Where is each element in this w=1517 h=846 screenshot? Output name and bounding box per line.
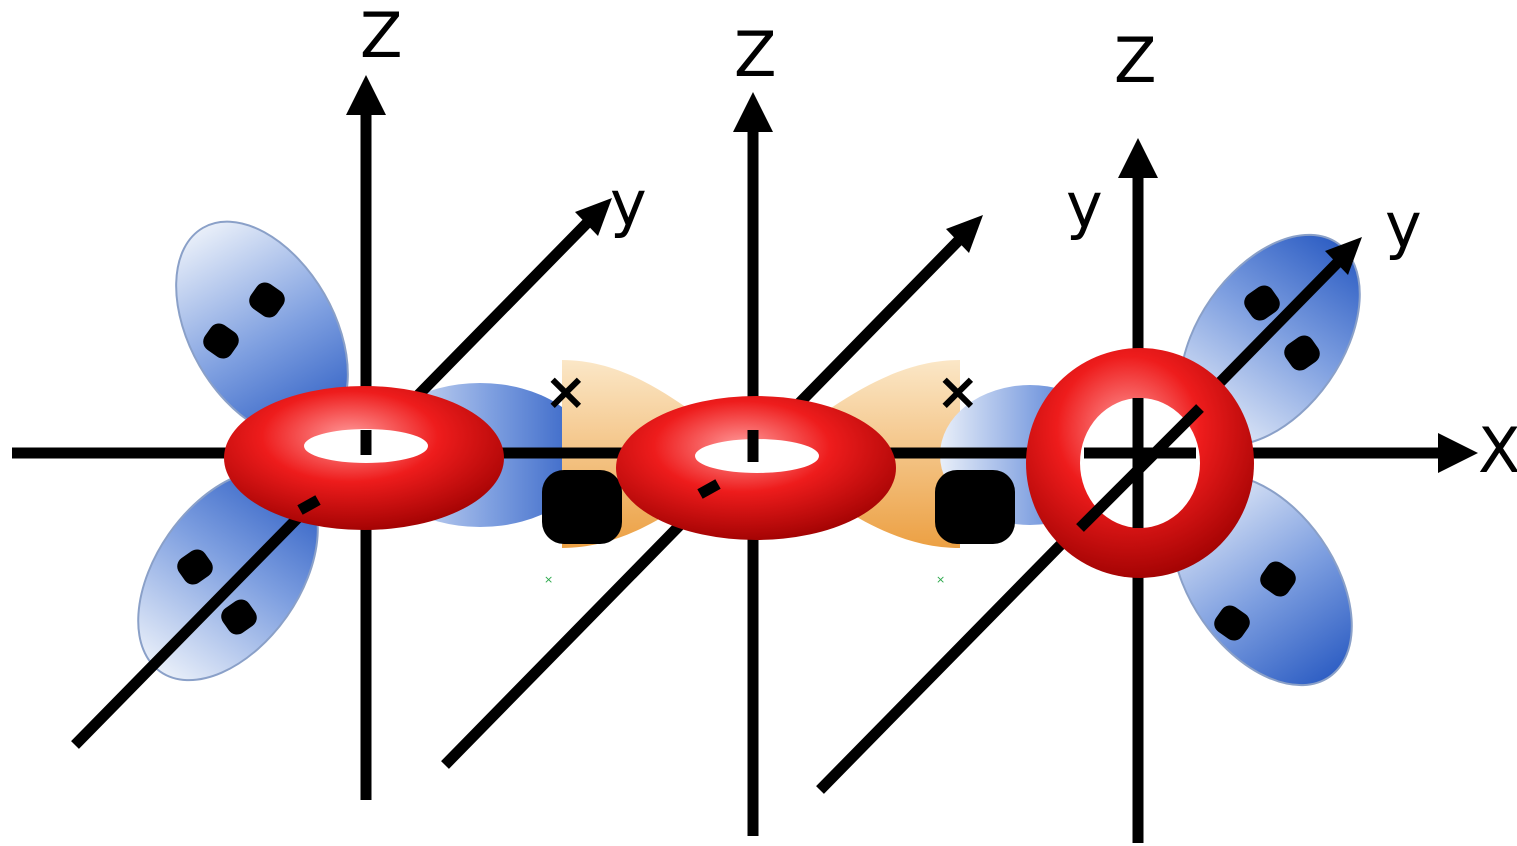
electron-dot (177, 549, 213, 585)
x-axis-arrowhead (1438, 433, 1478, 473)
torus-center (616, 396, 896, 540)
y-label-left: y (610, 167, 647, 240)
x-label: X (1478, 414, 1517, 487)
tiny-green-mark: × (544, 573, 553, 586)
cross-mark-right: × (936, 362, 980, 422)
y-label-center: y (1066, 169, 1103, 242)
y-center-arrowhead (946, 215, 983, 253)
arrowheads (346, 75, 1478, 473)
z-right-arrowhead (1118, 138, 1158, 178)
z-left-arrowhead (346, 75, 386, 115)
bond-electron-left (542, 470, 622, 544)
tori (224, 348, 1254, 578)
z-label-center: Z (734, 18, 776, 91)
electron-dot (221, 599, 257, 635)
electron-dot (1260, 561, 1296, 597)
electron-dot (1214, 605, 1250, 641)
electron-dot (203, 323, 239, 359)
y-label-right: y (1385, 189, 1422, 262)
z-center-arrowhead (733, 92, 773, 132)
bond-electron-right (935, 470, 1015, 544)
electron-dot (249, 282, 285, 318)
electron-dots (177, 282, 1320, 641)
cross-mark-left: × (544, 362, 588, 422)
electron-dot (1244, 285, 1280, 321)
axis-labels: Z Z Z y y y X (360, 0, 1517, 487)
tiny-green-mark: × (936, 573, 945, 586)
y-left-arrowhead (575, 198, 612, 236)
y-right-arrowhead (1325, 237, 1362, 275)
torus-left (224, 386, 504, 530)
z-label-left: Z (360, 0, 402, 72)
torus-right (1026, 348, 1254, 578)
electron-dot (1284, 335, 1320, 371)
z-label-right: Z (1114, 24, 1156, 97)
